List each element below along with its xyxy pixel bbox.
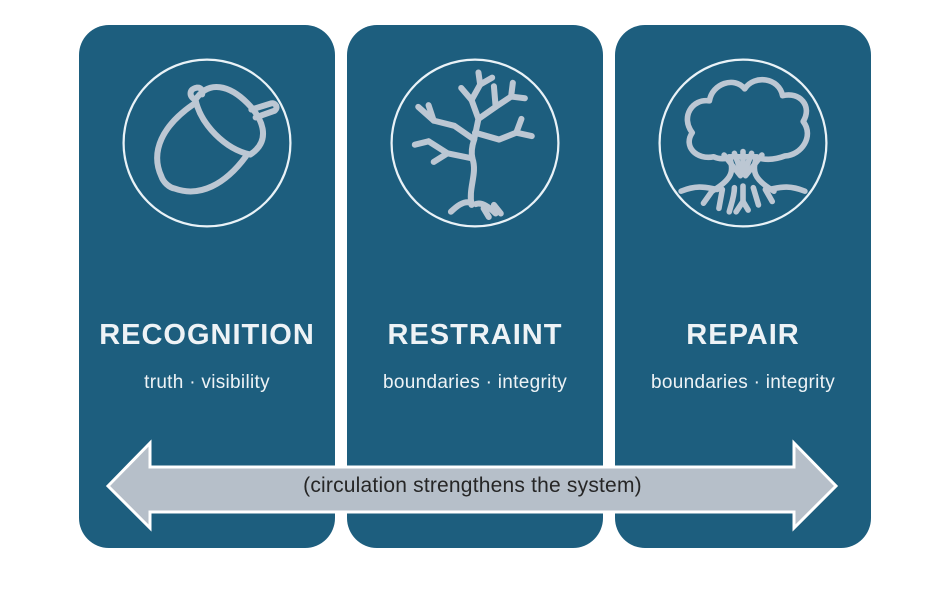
circulation-arrow: (circulation strengthens the system) [100,438,845,536]
panel-repair: REPAIR boundaries · integrity [615,25,871,548]
panel-subtitle-recognition: truth · visibility [144,372,270,393]
panel-subtitle-restraint: boundaries · integrity [382,372,568,393]
bare-tree-icon [389,57,561,229]
panel-subtitle-repair: boundaries · integrity [650,372,836,393]
tree-with-roots-icon [657,57,829,229]
double-arrow-shape [105,439,839,532]
panel-restraint: RESTRAINT boundaries · integrity [347,25,603,548]
panel-title-recognition: RECOGNITION [99,319,315,351]
panel-recognition: RECOGNITION truth · visibility [79,25,335,548]
acorn-icon [121,57,293,229]
panel-title-restraint: RESTRAINT [387,319,563,351]
panel-title-repair: REPAIR [686,319,800,351]
